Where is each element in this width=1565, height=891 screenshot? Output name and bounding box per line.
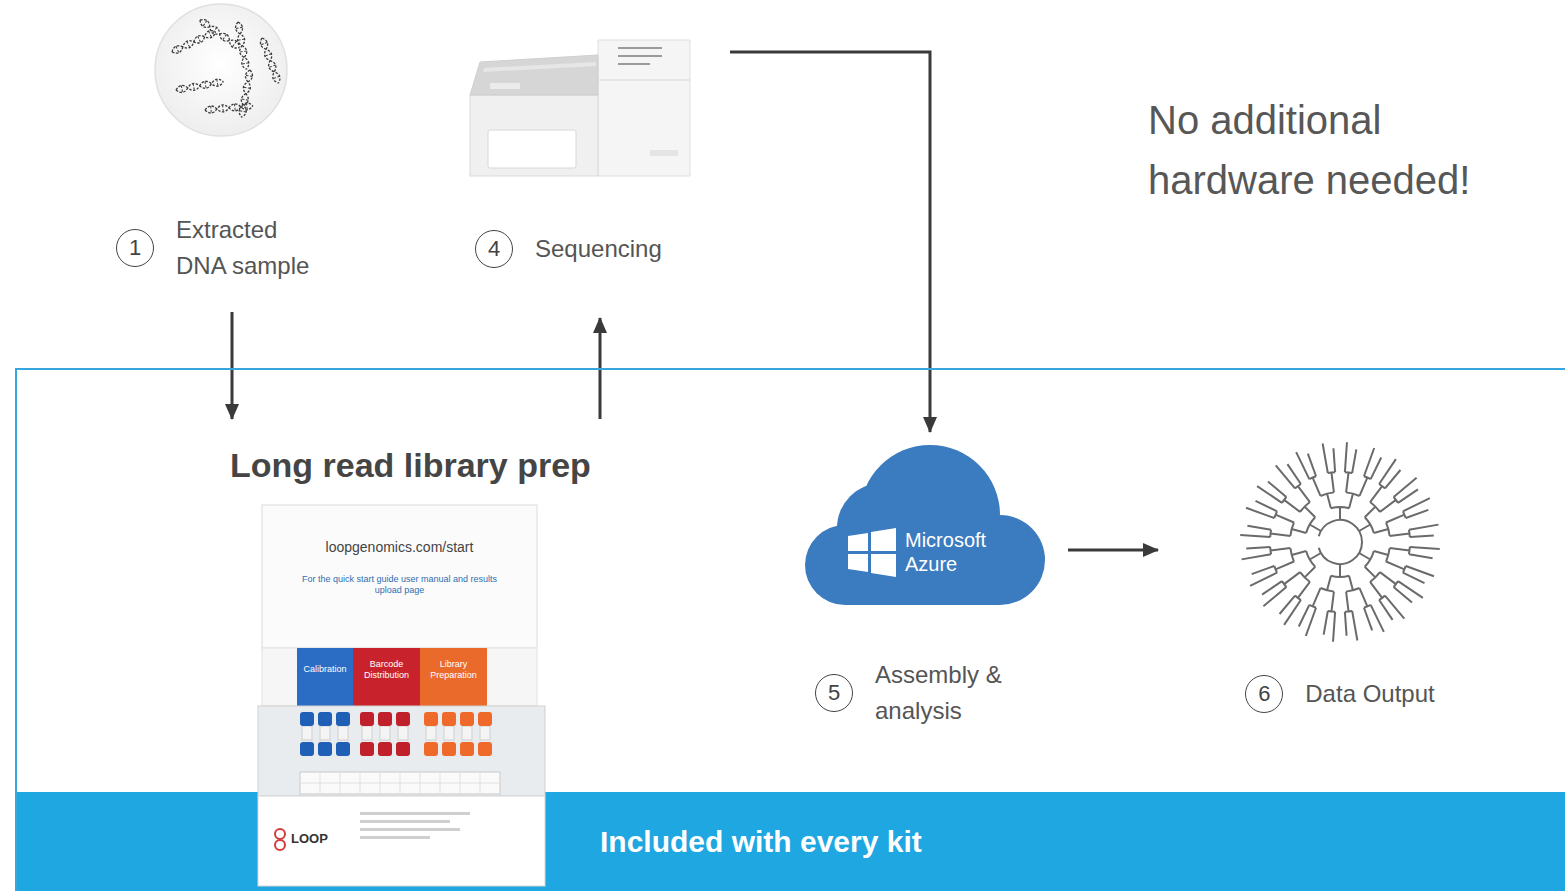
library-prep-step: Long read library prep [228,425,591,890]
kit-section: Library Preparation [420,659,487,681]
caption-row: 4 Sequencing [475,230,685,268]
picture-area [470,38,690,178]
kit-section: Calibration [297,664,353,675]
sequencer-illustration [470,40,690,176]
caption-row: 6 Data Output [1245,675,1434,713]
picture-area [146,2,296,142]
bar-text-box: Included with every kit [600,792,922,891]
sequencing-step: 4 Sequencing [470,38,690,268]
label-box: loopgenomics.com/start [262,538,537,556]
callout-circle: 6 [1245,675,1283,713]
kit-bar [15,792,1565,891]
label-box: For the quick start guide user manual an… [292,574,507,596]
windows-logo [848,528,896,577]
label-box: Library Preparation [420,659,487,681]
callout-number: 1 [129,237,141,259]
note-text: No additional hardware needed! [1148,90,1538,210]
step-caption: Sequencing [535,231,685,267]
cloud-text-box: Microsoft Azure [905,528,1010,576]
callout-circle: 4 [475,230,513,268]
analysis-step: Microsoft Azure 5 Assembly & analysis [795,440,1045,729]
panel-title: Included with every kit [600,824,922,860]
callout-number: 6 [1258,683,1270,705]
tube-caps [300,712,492,756]
caption-row: 5 Assembly & analysis [815,657,1025,729]
tree-icon [1230,441,1449,643]
label-box: Barcode Distribution [353,659,420,681]
dna-illustration [155,4,287,136]
cloud-area: Microsoft Azure [795,440,1045,615]
step-caption: Data Output [1305,676,1434,712]
label-box: No additional hardware needed! [1148,90,1538,210]
sample-step: 1 Extracted DNA sample [116,2,326,284]
step-caption: Assembly & analysis [875,657,1025,729]
kit-illustration [258,505,545,886]
callout-number: 5 [828,682,840,704]
service-name: Microsoft Azure [905,528,1010,576]
callout-circle: 5 [815,674,853,712]
caption-row: 1 Extracted DNA sample [116,212,326,284]
cloud-shape [805,445,1045,605]
kit-panel: Included with every kit Long read library… [15,368,1565,891]
callout-circle: 1 [116,229,154,267]
flow-arrow [730,52,930,432]
callout-number: 4 [488,238,500,260]
step-caption: Extracted DNA sample [176,212,326,284]
flow-arrow [231,312,234,419]
flow-arrow [1068,549,1158,552]
step-heading: Long read library prep [228,445,591,485]
kit-note: For the quick start guide user manual an… [292,574,507,596]
label-box: LOOP [291,831,351,847]
kit-url: loopgenomics.com/start [262,538,537,556]
brand-logo: LOOP [291,831,351,847]
kit-section: Barcode Distribution [353,659,420,681]
picture-area [1220,432,1460,652]
output-step: 6 Data Output [1220,432,1460,713]
label-box: Calibration [297,664,353,675]
